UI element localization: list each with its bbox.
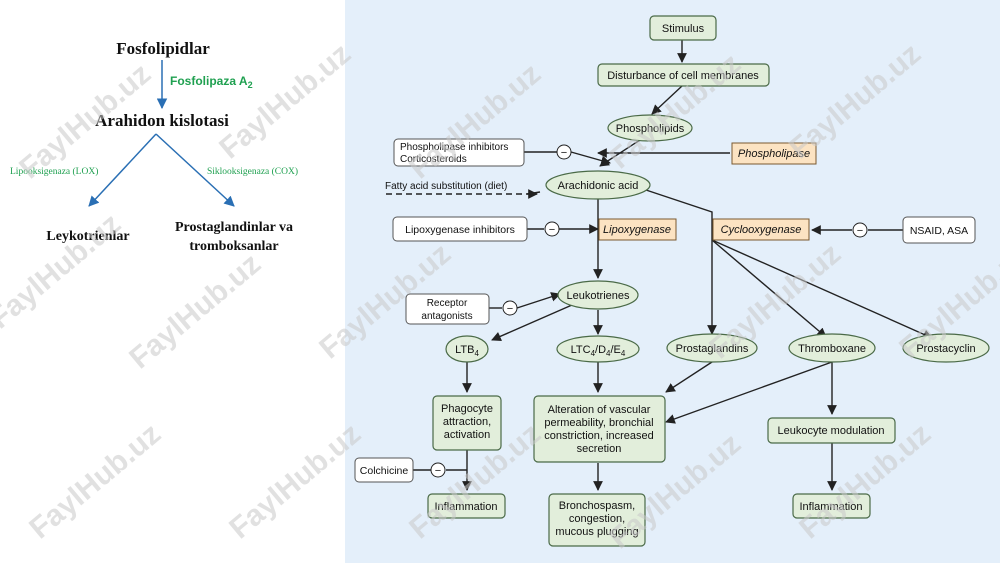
minus-sign: − [857,225,863,237]
minus-sign: − [549,224,555,236]
watermark-text: FaylHub.uz [23,417,167,545]
leukotrienes-title: Leykotrienlar [46,229,129,244]
node-ltc-label: LTC4/D4/E4 [571,344,626,358]
inhibit-circle-lipoxygenase: − [544,221,560,237]
edge-disturbance-phospholipids [651,85,683,115]
node-arachidonic-label: Arachidonic acid [558,180,639,192]
alteration-line3: constriction, increased [544,430,653,442]
inflammation-right-label: Inflammation [800,501,863,513]
minus-sign: − [435,465,441,477]
node-phagocyte: Phagocyte attraction, activation [432,395,502,451]
edge-prostaglandins-alteration [665,361,713,393]
minus-sign: − [507,303,513,315]
cox-label: Siklooksigenaza (COX) [207,166,298,177]
left-scheme: Fosfolipidlar Fosfolipaza A2 Arahidon ki… [10,39,298,254]
node-prostacyclin: Prostacyclin [902,333,990,363]
node-stimulus-label: Stimulus [662,23,705,35]
inflammation-left-label: Inflammation [435,501,498,513]
corticosteroids-label: Corticosteroids [400,154,467,165]
node-prostacyclin-label: Prostacyclin [916,343,975,355]
node-lipoxygenase-inhibitors: Lipoxygenase inhibitors [392,216,528,242]
node-nsaid: NSAID, ASA [902,216,976,244]
node-cyclooxygenase-label: Cyclooxygenase [721,224,802,236]
receptor-label: Receptor [427,298,468,309]
node-receptor-antagonists: Receptor antagonists [405,293,490,325]
node-ltc4-d4-e4: LTC4/D4/E4 [556,335,640,363]
phagocyte-line2: attraction, [443,416,491,428]
arrow-to-leukotrienes [88,133,157,207]
edge-plinhib-arrow [570,151,611,166]
phospholipids-title: Fosfolipidlar [116,39,210,58]
node-phospholipids: Phospholipids [607,114,693,142]
node-prostaglandins-label: Prostaglandins [676,343,749,355]
alteration-line2: permeability, bronchial [544,417,653,429]
node-phospholipase: Phospholipase [731,142,817,165]
lipoxygenase-inhibitors-label: Lipoxygenase inhibitors [405,224,515,236]
colchicine-label: Colchicine [360,465,409,477]
bronchospasm-line2: congestion, [569,513,625,525]
watermark-text: FaylHub.uz [123,247,267,375]
node-ltb4-label: LTB4 [455,344,479,358]
minus-sign: − [561,147,567,159]
edge-arachidonic-prostaglandins [645,189,717,335]
bronchospasm-line1: Bronchospasm, [559,500,635,512]
node-arachidonic-acid: Arachidonic acid [545,170,651,200]
inhibit-circle-phospholipase: − [556,144,572,160]
node-leukocyte-modulation: Leukocyte modulation [767,417,896,444]
prostaglandins-title-line1: Prostaglandinlar va [175,220,293,235]
inhibit-circle-colchicine: − [430,462,446,478]
phagocyte-line1: Phagocyte [441,403,493,415]
edge-leukotrienes-ltb4 [491,304,573,341]
alteration-line1: Alteration of vascular [548,404,651,416]
node-fatty-acid: Fatty acid substitution (diet) [385,181,507,192]
node-inflammation-left: Inflammation [427,493,506,519]
node-disturbance: Disturbance of cell membranes [597,63,770,87]
node-phospholipase-inhibitors: Phospholipase inhibitors Corticosteroids [393,138,525,167]
bronchospasm-line3: mucous plugging [555,526,638,538]
fatty-acid-label: Fatty acid substitution (diet) [385,181,507,192]
node-colchicine: Colchicine [354,457,414,483]
node-phospholipids-label: Phospholipids [616,123,685,135]
node-disturbance-label: Disturbance of cell membranes [607,70,759,82]
node-prostaglandins: Prostaglandins [666,333,758,363]
watermark-text: FaylHub.uz [0,207,127,335]
node-lipoxygenase-label: Lipoxygenase [603,224,671,236]
prostaglandins-title-line2: tromboksanlar [189,239,278,254]
pathway-connectors [413,40,933,491]
node-bronchospasm: Bronchospasm, congestion, mucous pluggin… [548,493,646,547]
node-thromboxane-label: Thromboxane [798,343,866,355]
alteration-line4: secretion [577,443,622,455]
arrow-to-prostaglandins [155,133,235,207]
edge-thromboxane-alteration [665,361,833,424]
node-thromboxane: Thromboxane [788,333,876,363]
node-leukotrienes: Leukotrienes [557,280,639,310]
edge-cox-prostacyclin [711,239,933,339]
leukocyte-modulation-label: Leukocyte modulation [777,425,884,437]
right-panel-background [345,0,1000,563]
node-leukotrienes-label: Leukotrienes [567,290,630,302]
lox-label: Lipooksigenaza (LOX) [10,166,98,177]
node-cyclooxygenase: Cyclooxygenase [712,218,810,241]
inhibit-circle-receptor: − [502,300,518,316]
node-phospholipase-label: Phospholipase [738,148,810,160]
node-lipoxygenase: Lipoxygenase [598,218,677,241]
nsaid-label: NSAID, ASA [910,225,968,237]
phospholipase-a2-label: Fosfolipaza A2 [170,74,253,90]
edge-cox-thromboxane [711,239,827,338]
node-inflammation-right: Inflammation [792,493,871,519]
phagocyte-line3: activation [444,429,490,441]
watermark-text: FaylHub.uz [213,37,357,165]
arachidonic-acid-title: Arahidon kislotasi [95,111,229,130]
phospholipase-inhibitors-label: Phospholipase inhibitors [400,142,508,153]
node-alteration: Alteration of vascular permeability, bro… [533,395,666,463]
node-stimulus: Stimulus [649,15,717,41]
edge-receptor-arrow [516,292,561,309]
node-ltb4: LTB4 [445,335,489,363]
inhibit-circle-cyclooxygenase: − [852,222,868,238]
antagonists-label: antagonists [421,311,472,322]
